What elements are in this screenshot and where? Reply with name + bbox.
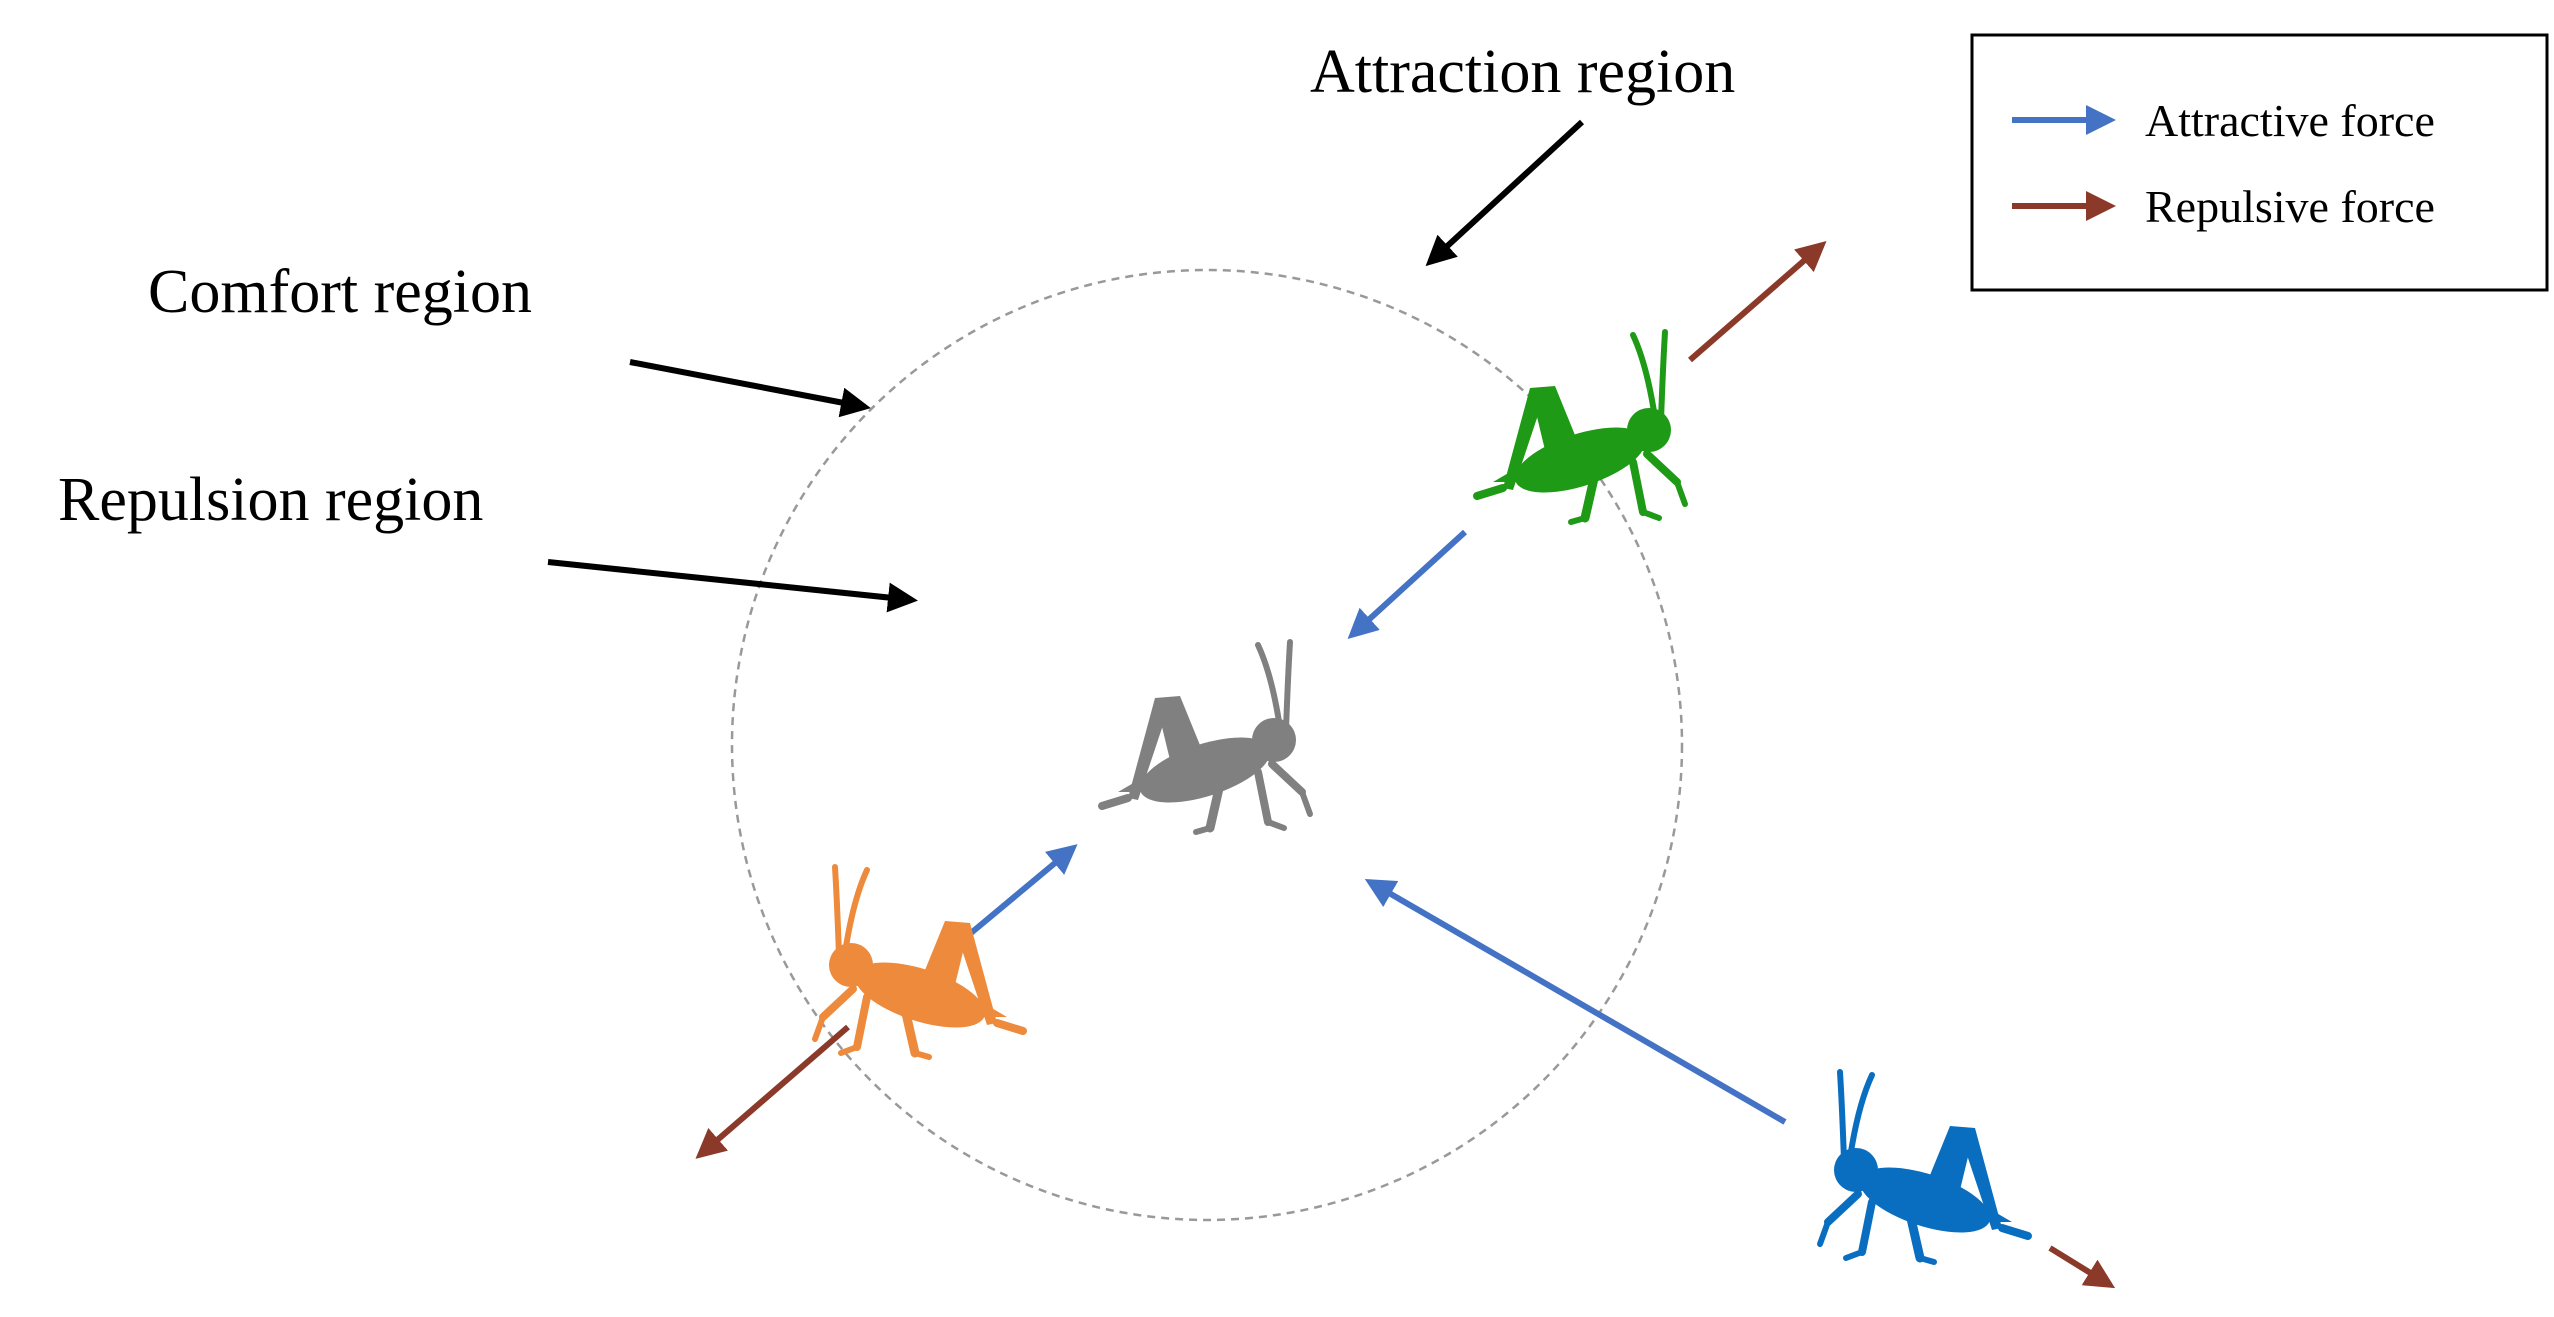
repulsion-region-label: Repulsion region (58, 466, 483, 534)
legend-attractive-label: Attractive force (2145, 95, 2435, 146)
legend: Attractive force Repulsive force (1970, 33, 2549, 292)
repulsive-arrow-blue (2048, 1245, 2116, 1289)
attractive-arrow-green-to-center (1347, 529, 1468, 640)
comfort-region-circle (730, 268, 1684, 1222)
attractive-arrow-blue-to-center (1364, 878, 1787, 1125)
repulsive-arrow-orange (695, 1024, 850, 1159)
grasshopper-green-icon (1477, 332, 1685, 522)
attraction-region-label: Attraction region (1310, 38, 1735, 106)
comfort-pointer-arrow (629, 359, 871, 418)
comfort-region-label: Comfort region (148, 258, 532, 326)
repulsion-pointer-arrow (547, 559, 918, 613)
legend-repulsive-label: Repulsive force (2145, 181, 2435, 232)
repulsive-arrow-green (1688, 241, 1827, 363)
legend-box (1970, 33, 2549, 292)
grasshopper-center-icon (1102, 642, 1310, 832)
grasshopper-blue-icon (1820, 1072, 2028, 1262)
attractive-arrow-orange-to-center (963, 844, 1078, 941)
attraction-pointer-arrow (1425, 119, 1585, 267)
